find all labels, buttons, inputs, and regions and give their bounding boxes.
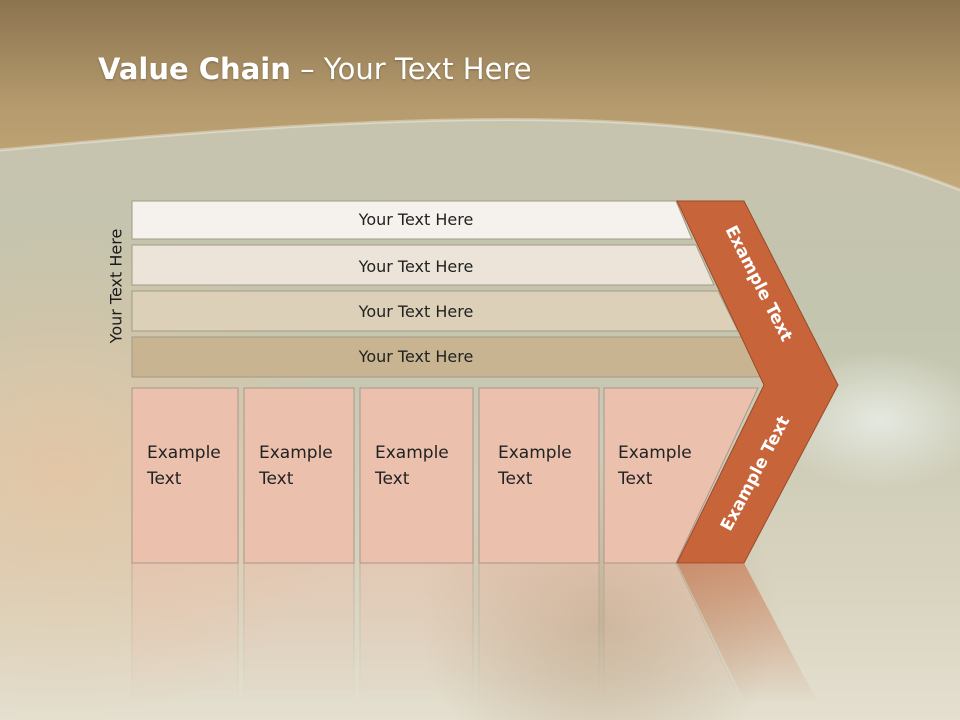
box-2-line1: Example [259,443,333,463]
box-1: Example Text [131,387,239,564]
box-4-shape [478,387,600,564]
title-bold: Value Chain [98,52,291,86]
bar-4: Your Text Here [131,336,763,378]
box-4-line1: Example [498,443,572,463]
box-1-line1: Example [147,443,221,463]
box-1-line2: Text [146,469,182,489]
reflection-chevron [677,563,827,720]
bar-2: Your Text Here [131,244,715,286]
box-2: Example Text [243,387,355,564]
bar-2-label: Your Text Here [358,257,474,276]
box-1-shape [131,387,239,564]
reflection-box-3 [359,562,474,720]
box-3-line2: Text [374,469,410,489]
title-rest: – Your Text Here [290,52,532,86]
box-3-line1: Example [375,443,449,463]
bar-2-shape [131,244,715,286]
reflection [131,562,827,720]
bar-1-shape [131,200,693,240]
box-3: Example Text [359,387,474,564]
bar-3: Your Text Here [131,290,739,332]
reflection-box-4 [478,562,600,720]
reflection-box-5 [603,562,751,720]
box-3-shape [359,387,474,564]
bar-4-label: Your Text Here [358,347,474,366]
bar-3-label: Your Text Here [358,302,474,321]
box-4-line2: Text [497,469,533,489]
box-5-line1: Example [618,443,692,463]
bar-1: Your Text Here [131,200,693,240]
box-5: Example Text [603,387,759,564]
reflection-box-1 [131,562,239,720]
page-title: Value Chain – Your Text Here [98,52,532,86]
bar-1-label: Your Text Here [358,210,474,229]
box-5-line2: Text [617,469,653,489]
box-4: Example Text [478,387,600,564]
box-2-line2: Text [258,469,294,489]
reflection-box-2 [243,562,355,720]
header-band [0,0,960,192]
